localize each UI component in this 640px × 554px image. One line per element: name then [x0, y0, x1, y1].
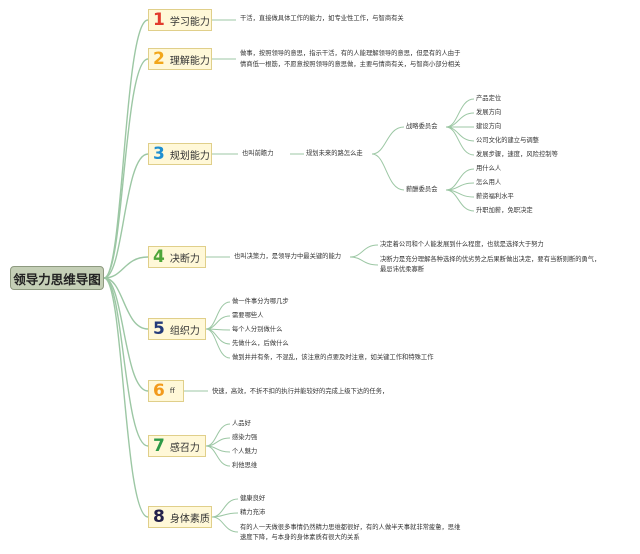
decisiveness-note-1: 决定着公司和个人能发展到什么程度，也就是选择大于努力 — [380, 241, 544, 248]
topic-label: 组织力 — [169, 325, 200, 337]
charisma-item: 人品好 — [232, 420, 251, 427]
organization-item-line — [205, 301, 231, 330]
root-branch-line — [103, 256, 149, 279]
topic-number: 1 — [153, 9, 165, 30]
topic-label: 身体素质 — [169, 513, 210, 525]
organization-item-line — [205, 328, 231, 359]
compensation-item: 怎么用人 — [476, 179, 502, 186]
strategy-item-line — [445, 126, 475, 156]
root-branch-line — [103, 153, 149, 279]
physical-item: 精力充沛 — [240, 509, 266, 516]
organization-item-line — [205, 315, 231, 330]
physical-item: 有的人一天做很多事情仍然精力思维都很好，有的人做半天事就非常疲惫，思维 — [240, 524, 461, 531]
planning-group-line — [371, 153, 405, 191]
charisma-item-line — [205, 445, 231, 467]
root-topic[interactable]: 领导力思维导图 — [10, 266, 104, 290]
topic-number: 5 — [153, 318, 165, 339]
organization-item: 做一件事分为哪几步 — [232, 298, 289, 305]
note-learning: 干活，直接做具体工作的能力，如专业性工作，与智商有关 — [240, 15, 404, 22]
topic-understanding[interactable]: 2 理解能力 — [148, 48, 212, 70]
topic-label: 感召力 — [169, 442, 200, 454]
topic-number: 3 — [153, 143, 165, 164]
decisiveness-desc: 也叫决策力，是领导力中最关键的能力 — [234, 253, 342, 260]
decisiveness-note-line — [349, 244, 379, 258]
topic-label: ff — [169, 387, 175, 395]
compensation-item: 薪资福利水平 — [476, 193, 514, 200]
organization-item-line — [205, 328, 231, 345]
topic-learning[interactable]: 1 学习能力 — [148, 9, 212, 31]
strategy-committee: 战略委员会 — [406, 123, 438, 130]
root-branch-line — [103, 277, 149, 447]
topic-label: 规划能力 — [169, 150, 210, 162]
topic-number: 2 — [153, 48, 165, 69]
charisma-item: 个人魅力 — [232, 448, 258, 455]
decisiveness-note-2: 决断力是充分理解各种选择的优劣势之后果断做出决定，要有当断则断的勇气， — [380, 256, 601, 263]
strategy-item-line — [445, 112, 475, 128]
organization-item: 做到井井有条，不混乱，该注意的点要及时注意，如关键工作和特殊工作 — [232, 354, 434, 361]
topic-planning[interactable]: 3 规划能力 — [148, 143, 212, 165]
root-label: 领导力思维导图 — [13, 271, 101, 287]
physical-item: 健康良好 — [240, 495, 266, 502]
strategy-item-line — [445, 98, 475, 128]
topic-number: 6 — [153, 380, 165, 401]
planning-alias: 也叫前瞻力 — [242, 150, 274, 157]
strategy-item: 产品定位 — [476, 95, 502, 102]
topic-label: 决断力 — [169, 253, 200, 265]
topic-execution[interactable]: 6 ff — [148, 380, 184, 402]
topic-charisma[interactable]: 7 感召力 — [148, 435, 206, 457]
physical-item-line — [211, 516, 239, 533]
topic-organization[interactable]: 5 组织力 — [148, 318, 206, 340]
organization-item: 每个人分别做什么 — [232, 326, 283, 333]
decisiveness-note-line — [349, 256, 379, 266]
charisma-item-line — [205, 423, 231, 447]
organization-item: 需要哪些人 — [232, 312, 264, 319]
strategy-item: 发展方向 — [476, 109, 502, 116]
strategy-item: 建设方向 — [476, 123, 502, 130]
topic-number: 8 — [153, 506, 165, 527]
topic-label: 理解能力 — [169, 55, 210, 67]
strategy-item: 公司文化的建立与调整 — [476, 137, 539, 144]
charisma-item: 感染力强 — [232, 434, 258, 441]
compensation-item-line — [445, 168, 475, 191]
compensation-item: 升职加薪，免职决定 — [476, 207, 533, 214]
compensation-item: 用什么人 — [476, 165, 502, 172]
note-understanding-1: 做事，按照领导的意思，指示干活，有的人能理解领导的意思，但是有的人由于 — [240, 50, 461, 57]
execution-note: 快速，高效，不折不扣的执行并能较好的完成上级下达的任务， — [212, 388, 389, 395]
compensation-committee: 薪酬委员会 — [406, 186, 438, 193]
topic-number: 4 — [153, 246, 165, 267]
note-understanding-2: 情商低一根筋，不愿意按照领导的意思做，主要与情商有关，与智商小部分相关 — [240, 61, 461, 68]
decisiveness-note-3: 最忌讳优柔寡断 — [380, 266, 425, 273]
strategy-item-line — [445, 126, 475, 142]
strategy-item: 发展步骤，速度，风险控制等 — [476, 151, 558, 158]
planning-sub: 规划未来的路怎么走 — [306, 150, 363, 157]
topic-decisiveness[interactable]: 4 决断力 — [148, 246, 206, 268]
root-branch-line — [103, 277, 149, 330]
physical-item-line — [211, 512, 239, 518]
root-branch-line — [103, 277, 149, 392]
physical-item: 速度下降，与本身的身体素质有很大的关系 — [240, 534, 360, 541]
root-branch-line — [103, 58, 149, 279]
topic-number: 7 — [153, 435, 165, 456]
charisma-item: 利他思维 — [232, 462, 258, 469]
planning-group-line — [371, 126, 405, 155]
organization-item: 先做什么，后做什么 — [232, 340, 289, 347]
topic-physical[interactable]: 8 身体素质 — [148, 506, 212, 528]
topic-label: 学习能力 — [169, 16, 210, 28]
compensation-item-line — [445, 189, 475, 212]
root-branch-line — [103, 277, 149, 518]
